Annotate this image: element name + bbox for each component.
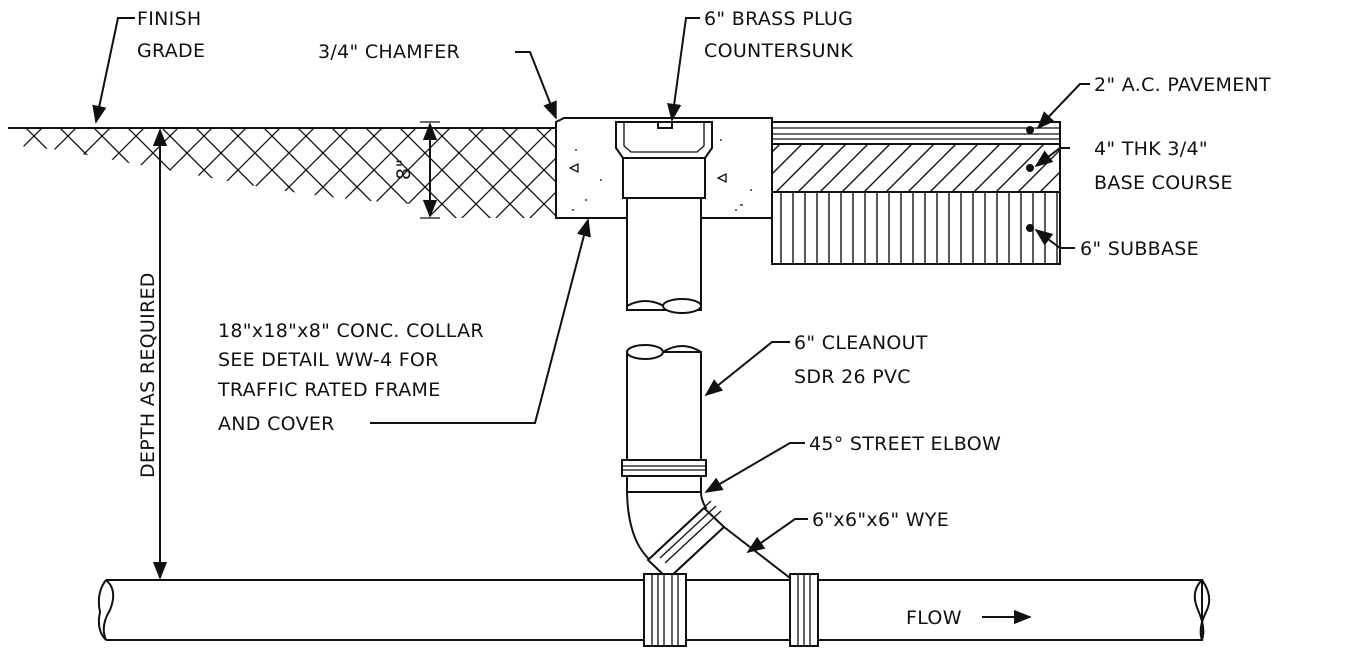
wye-label: 6"x6"x6" WYE (812, 509, 949, 531)
collar-label-line3: TRAFFIC RATED FRAME (217, 379, 441, 401)
elbow-label: 45° STREET ELBOW (809, 433, 1001, 455)
elbow-and-wye (625, 491, 791, 581)
finish-grade-label: FINISH (137, 8, 202, 30)
pavement-label: 2" A.C. PAVEMENT (1094, 74, 1271, 96)
chamfer-label: 3/4" CHAMFER (318, 41, 460, 63)
collar-label-line4: AND COVER (218, 413, 335, 435)
depth-label: DEPTH AS REQUIRED (137, 272, 159, 478)
base-course-label: 4" THK 3/4" (1094, 138, 1208, 160)
cleanout-label: 6" CLEANOUT (794, 332, 928, 354)
cleanout-frame (615, 121, 713, 314)
collar-dim-label: 8" (393, 159, 415, 180)
cleanout-label-line2: SDR 26 PVC (794, 366, 911, 388)
collar-depth-dimension (420, 121, 440, 219)
leader-lines (92, 17, 1090, 625)
cleanout-riser (621, 344, 707, 493)
brass-plug-label-line2: COUNTERSUNK (704, 40, 853, 62)
depth-dimension (150, 127, 185, 581)
main-pipe (97, 573, 1211, 647)
base-course-label-line2: BASE COURSE (1094, 172, 1233, 194)
brass-plug-label: 6" BRASS PLUG (704, 8, 853, 30)
subbase-label: 6" SUBBASE (1080, 238, 1199, 260)
pavement-section (771, 121, 1061, 265)
soil-hatch (8, 127, 556, 218)
flow-label: FLOW (906, 607, 962, 629)
finish-grade-label-line2: GRADE (137, 40, 205, 62)
collar-label-line2: SEE DETAIL WW-4 FOR (218, 349, 439, 371)
collar-label: 18"x18"x8" CONC. COLLAR (218, 320, 484, 342)
